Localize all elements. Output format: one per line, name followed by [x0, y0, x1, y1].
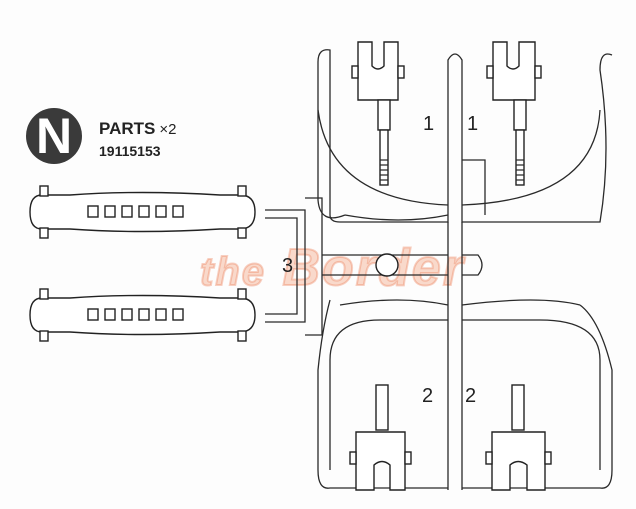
part-1-right [486, 41, 542, 186]
part-label-2-left: 2 [422, 385, 433, 407]
watermark-prefix: the [199, 249, 266, 295]
part-3-lower [29, 288, 256, 342]
part-label-3: 3 [282, 255, 293, 277]
part-label-1-left: 1 [423, 113, 434, 135]
watermark-name: Border [281, 238, 465, 298]
watermark-logo: the Border [199, 238, 465, 298]
gate-circle [375, 253, 399, 277]
sprue-letter-badge: N [26, 108, 82, 164]
parts-title: PARTS×2 [99, 119, 176, 139]
parts-title-text: PARTS [99, 119, 156, 138]
part-2-right [485, 384, 552, 491]
part-label-1-right: 1 [467, 113, 478, 135]
sprue-runners [265, 49, 613, 490]
part-number: 19115153 [99, 143, 161, 159]
part-label-2-right: 2 [465, 385, 476, 407]
part-2-left [349, 384, 412, 491]
parts-quantity: ×2 [159, 121, 177, 138]
sprue-letter: N [35, 108, 73, 164]
part-3-upper [29, 185, 256, 239]
part-1-left [351, 41, 405, 186]
